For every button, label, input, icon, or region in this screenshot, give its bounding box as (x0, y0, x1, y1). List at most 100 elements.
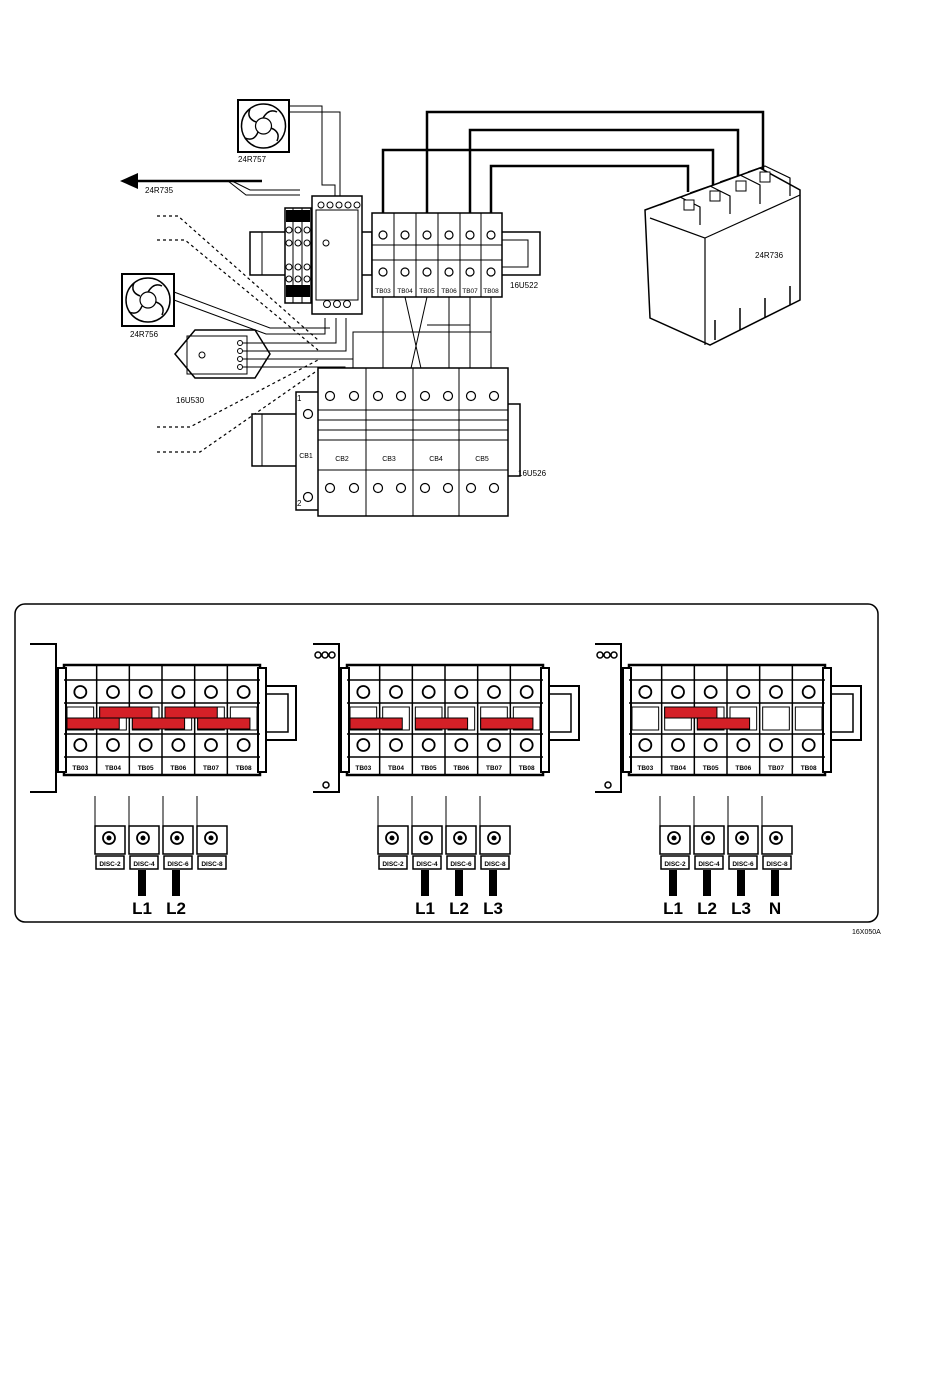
breaker-strip-label: 16U526 (518, 469, 547, 478)
line-conductor (489, 870, 497, 896)
terminal-label: TB08 (801, 765, 817, 772)
mount-hole (328, 651, 336, 659)
terminal-label: TB03 (637, 765, 653, 772)
disc-screw-center (208, 835, 214, 841)
disconnect-module (479, 825, 511, 855)
din-rail-inner (258, 693, 289, 733)
jumper-bar (696, 717, 751, 730)
disc-label-box (378, 855, 408, 870)
terminal-label: TB07 (203, 765, 219, 772)
terminal-label: TB05 (703, 765, 719, 772)
mount-hole (322, 781, 330, 789)
disc-screw-center (671, 835, 677, 841)
disconnect-module (693, 825, 725, 855)
disc-screw-center (457, 835, 463, 841)
terminal-label: TB06 (170, 765, 186, 772)
jumper-bar (66, 717, 120, 730)
jumper-bar (414, 717, 469, 730)
disc-label-box (660, 855, 690, 870)
jumper-slot (631, 706, 660, 731)
disc-label-box (694, 855, 724, 870)
top-terminal-label: TB03 (375, 288, 391, 295)
end-cap (540, 667, 550, 773)
contactor-wires (381, 110, 765, 213)
disconnect-label: DISC-2 (664, 861, 686, 868)
disconnect-label: DISC-4 (698, 861, 720, 868)
terminal-label: TB04 (670, 765, 686, 772)
top-terminal-label: TB08 (483, 288, 499, 295)
disc-screw-center (174, 835, 180, 841)
output-arrow: 24R735 (120, 173, 300, 196)
terminal-screw (703, 738, 718, 752)
mount-hole (610, 651, 618, 659)
terminal-label: TB03 (355, 765, 371, 772)
disconnect-label: DISC-8 (484, 861, 506, 868)
top-terminal-label: TB05 (419, 288, 435, 295)
breaker-label: CB1 (299, 453, 313, 460)
terminal-screw (73, 738, 88, 752)
terminal-screw (519, 685, 534, 699)
line-conductor (172, 870, 180, 896)
terminal-screw (236, 685, 251, 699)
line-label: L1 (415, 899, 435, 918)
disconnect-label: DISC-8 (201, 861, 223, 868)
line-label: L1 (663, 899, 683, 918)
terminal-screw (421, 685, 436, 699)
fan-bottom-label: 24R756 (130, 330, 159, 339)
fan-wires (173, 105, 341, 335)
line-conductor (421, 870, 429, 896)
terminal-label: TB04 (388, 765, 404, 772)
end-cap (822, 667, 832, 773)
line-label: N (769, 899, 781, 918)
disconnect-label: DISC-4 (416, 861, 438, 868)
jumper-bar (664, 706, 718, 719)
terminal-label: TB04 (105, 765, 121, 772)
line-conductor (703, 870, 711, 896)
terminal-screw (421, 738, 436, 752)
terminal-screw (73, 685, 88, 699)
fan-top: 24R757 (237, 99, 290, 164)
contactor-label: 24R736 (755, 251, 784, 260)
terminal-screw (356, 685, 371, 699)
breaker-number: 2 (297, 499, 302, 508)
disc-label-box (762, 855, 792, 870)
small-terminals (284, 207, 312, 304)
line-conductor (737, 870, 745, 896)
jumper-bar (480, 717, 534, 730)
mount-bracket (595, 643, 622, 793)
disconnect-label: DISC-2 (99, 861, 121, 868)
line-label: L2 (449, 899, 469, 918)
terminal-screw (106, 685, 120, 699)
terminal-screw (671, 738, 685, 752)
breaker-label: CB3 (382, 456, 396, 463)
terminal-label: TB08 (519, 765, 535, 772)
breaker-number: 1 (297, 394, 302, 403)
mount-hole (596, 651, 604, 659)
terminal-screw (801, 738, 816, 752)
terminal-screw (638, 685, 653, 699)
terminal-screw (671, 685, 685, 699)
terminal-label: TB06 (735, 765, 751, 772)
terminal-screw (454, 685, 469, 699)
disc-label-box (480, 855, 510, 870)
terminal-label: TB06 (453, 765, 469, 772)
disc-screw-center (389, 835, 395, 841)
disconnect-label: DISC-6 (450, 861, 472, 868)
fan-top-label: 24R757 (238, 155, 267, 164)
din-rail (258, 685, 297, 741)
breaker-label: CB5 (475, 456, 489, 463)
disconnect-module (377, 825, 409, 855)
terminal-block-strip-top: TB03 TB04 TB05 TB06 TB07 TB08 16U522 (371, 212, 539, 298)
line-label: L3 (731, 899, 751, 918)
terminal-label: TB08 (236, 765, 252, 772)
disc-screw-center (705, 835, 711, 841)
terminal-screw (171, 738, 186, 752)
top-terminal-label: TB07 (462, 288, 478, 295)
jumper-slot (794, 706, 823, 731)
jumper-bar (197, 717, 251, 730)
terminal-screw (138, 738, 153, 752)
terminal-screw (487, 738, 501, 752)
line-conductor (455, 870, 463, 896)
